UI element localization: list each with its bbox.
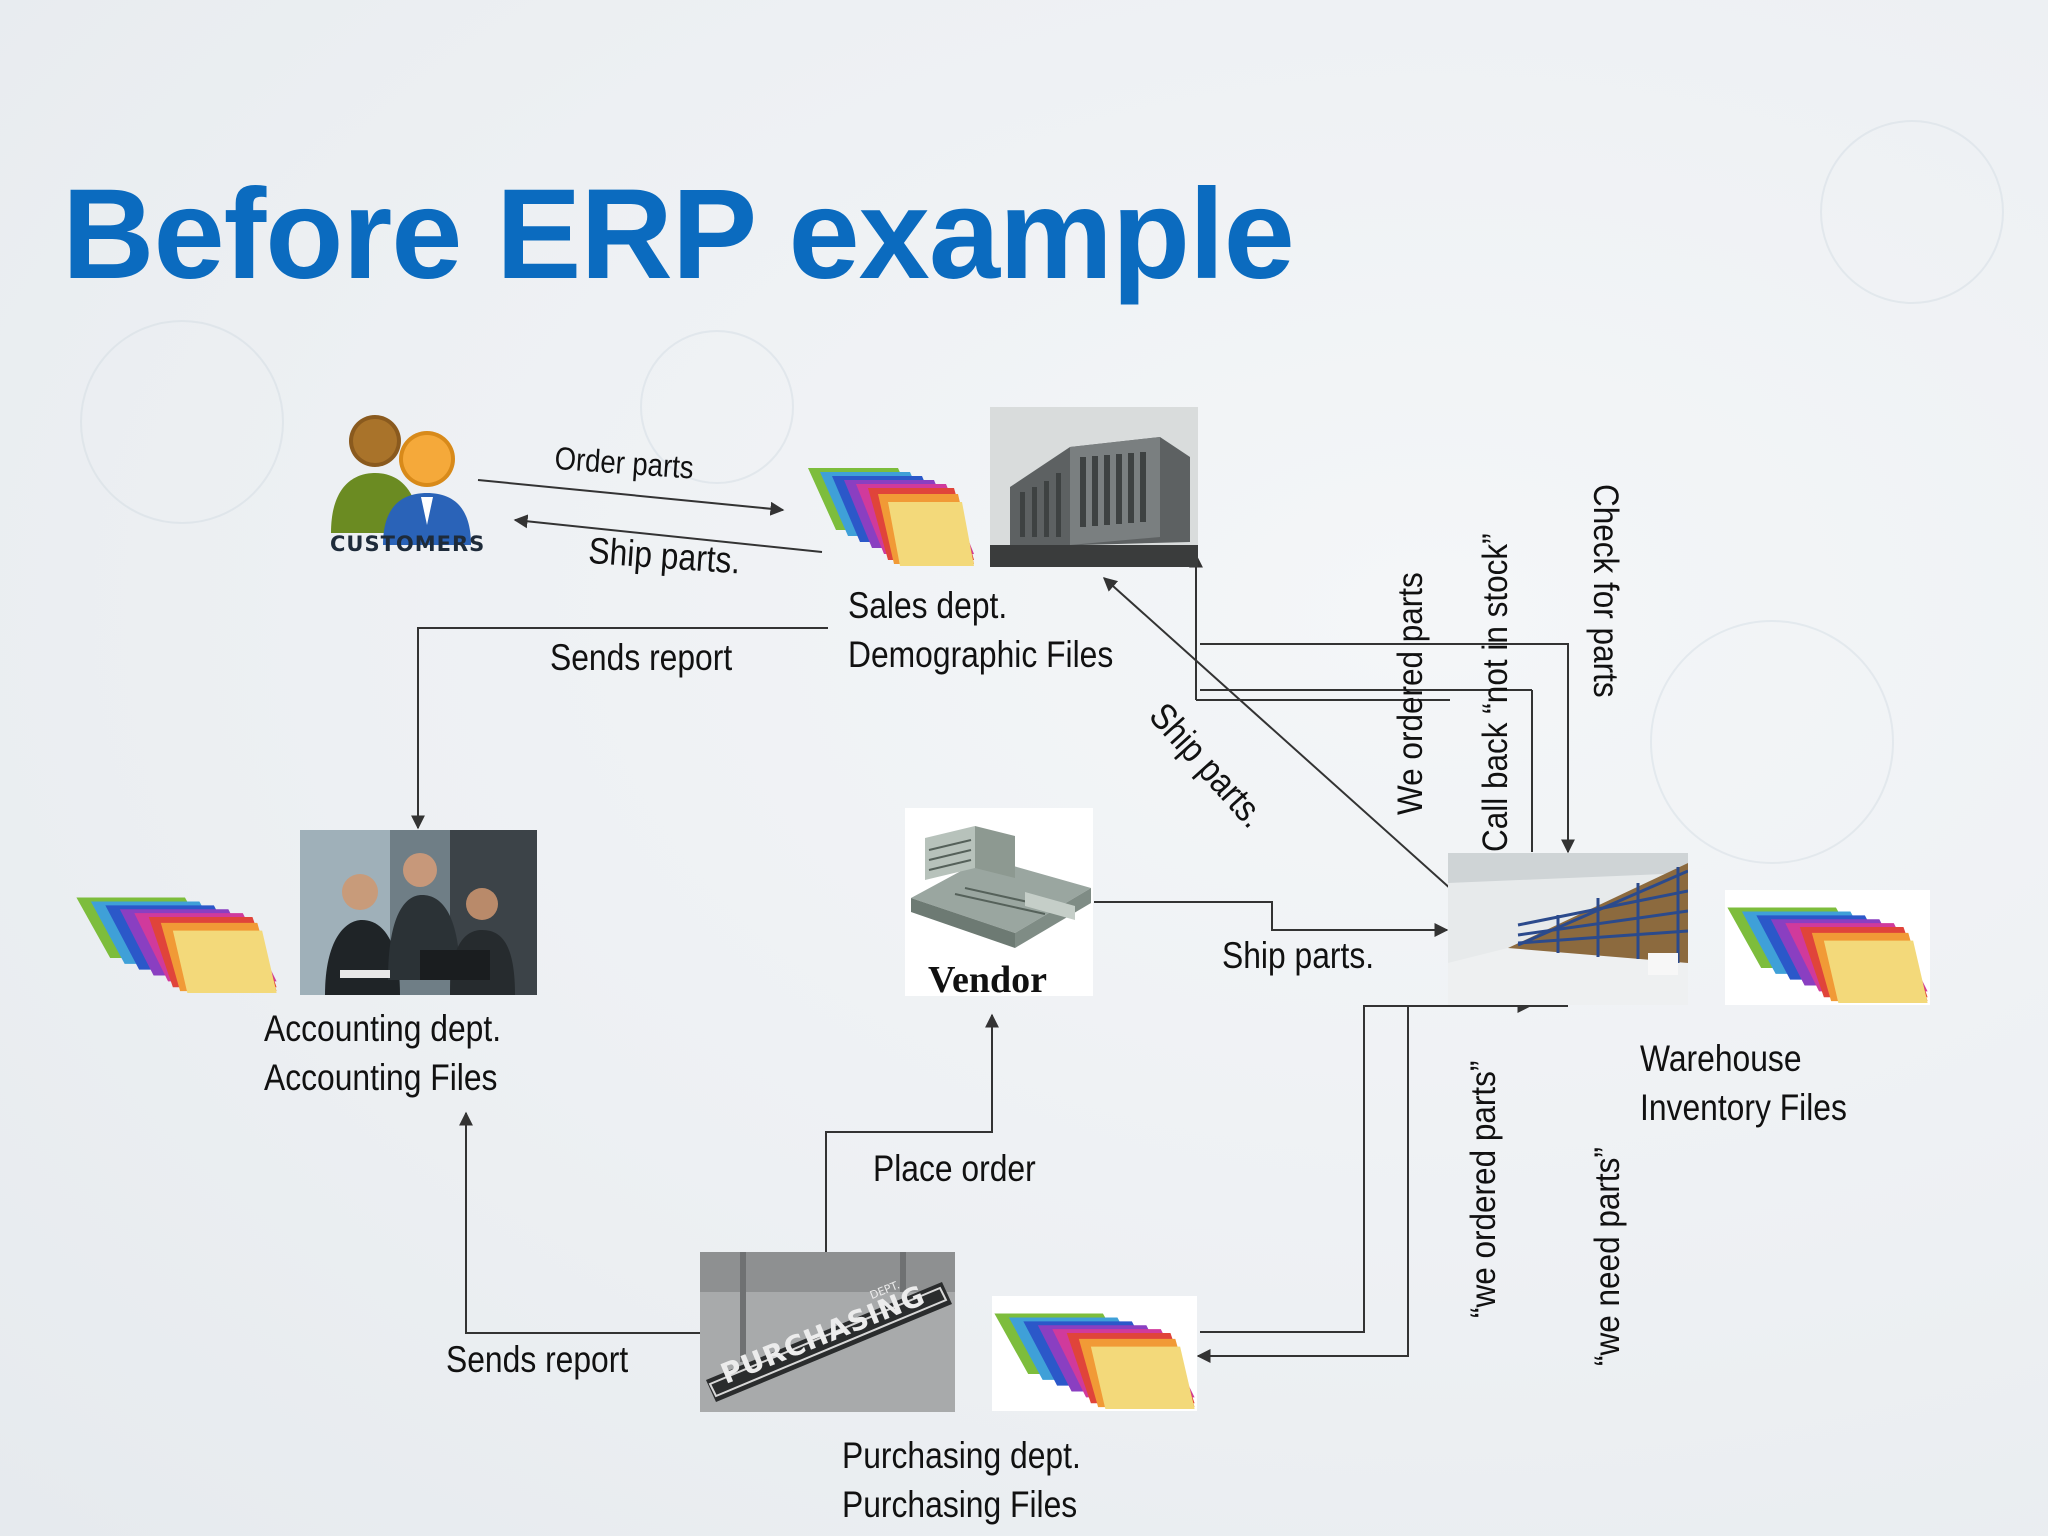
- accounting-dept-line2: Accounting Files: [264, 1056, 498, 1098]
- arrow-purchasing-sends-report: [459, 1111, 700, 1334]
- arrow-order-parts: [477, 479, 785, 516]
- quote-we-need-parts-label: “we need parts”: [1588, 1147, 1627, 1366]
- factory-icon: [905, 808, 1093, 996]
- background-circle: [1820, 120, 2004, 304]
- background-circle: [640, 330, 794, 484]
- place-order-label: Place order: [873, 1148, 1036, 1189]
- purchasing-sign-photo: PURCHASING DEPT.: [700, 1252, 955, 1412]
- quote-we-ordered-parts-label: “we ordered parts”: [1464, 1060, 1503, 1318]
- background-circle: [80, 320, 284, 524]
- purchasing-dept-line1: Purchasing dept.: [842, 1435, 1081, 1476]
- we-ordered-parts-label: We ordered parts: [1391, 572, 1430, 815]
- arrow-we-need-parts-to-purchasing: [1196, 1005, 1568, 1363]
- warehouse-line2: Inventory Files: [1640, 1086, 1847, 1128]
- accounting-dept-label: Accounting dept. Accounting Files: [264, 1005, 501, 1103]
- check-for-parts-label: Check for parts: [1586, 484, 1625, 698]
- sales-dept-label: Sales dept. Demographic Files: [848, 582, 1113, 680]
- arrow-sales-to-accounting: [411, 627, 828, 830]
- arrow-ship-parts-to-customers: [513, 514, 823, 553]
- arrow-warehouse-ship-to-sales: [1102, 577, 1453, 891]
- warehouse-photo: [1448, 853, 1688, 1005]
- file-folders-icon: [74, 880, 279, 995]
- sales-dept-line1: Sales dept.: [848, 585, 1008, 626]
- meeting-photo: [300, 830, 537, 995]
- customers-icon: [325, 405, 475, 555]
- vendor-ship-parts-label: Ship parts.: [1222, 935, 1375, 976]
- warehouse-line1: Warehouse: [1640, 1038, 1802, 1079]
- sales-dept-line2: Demographic Files: [848, 633, 1114, 675]
- slide-title: Before ERP example: [62, 163, 1295, 306]
- call-back-label: Call back “not in stock”: [1476, 533, 1515, 852]
- arrow-place-order: [825, 1013, 999, 1252]
- arrow-check-for-parts: [1200, 643, 1575, 854]
- background-circle: [1650, 620, 1894, 864]
- sales-sends-report-label: Sends report: [550, 637, 733, 678]
- file-folders-icon: [806, 450, 976, 568]
- purchasing-sends-report-label: Sends report: [446, 1339, 629, 1380]
- purchasing-dept-label: Purchasing dept. Purchasing Files: [842, 1432, 1081, 1530]
- customers-label: CUSTOMERS: [330, 532, 486, 556]
- purchasing-dept-line2: Purchasing Files: [842, 1483, 1078, 1525]
- file-folders-icon: [1725, 890, 1930, 1005]
- warehouse-label: Warehouse Inventory Files: [1640, 1035, 1847, 1133]
- file-folders-icon: [992, 1296, 1197, 1411]
- vendor-label: Vendor: [928, 959, 1047, 1001]
- arrow-vendor-ship-to-warehouse: [1094, 901, 1449, 937]
- accounting-dept-line1: Accounting dept.: [264, 1008, 502, 1049]
- office-building-photo: [990, 407, 1198, 567]
